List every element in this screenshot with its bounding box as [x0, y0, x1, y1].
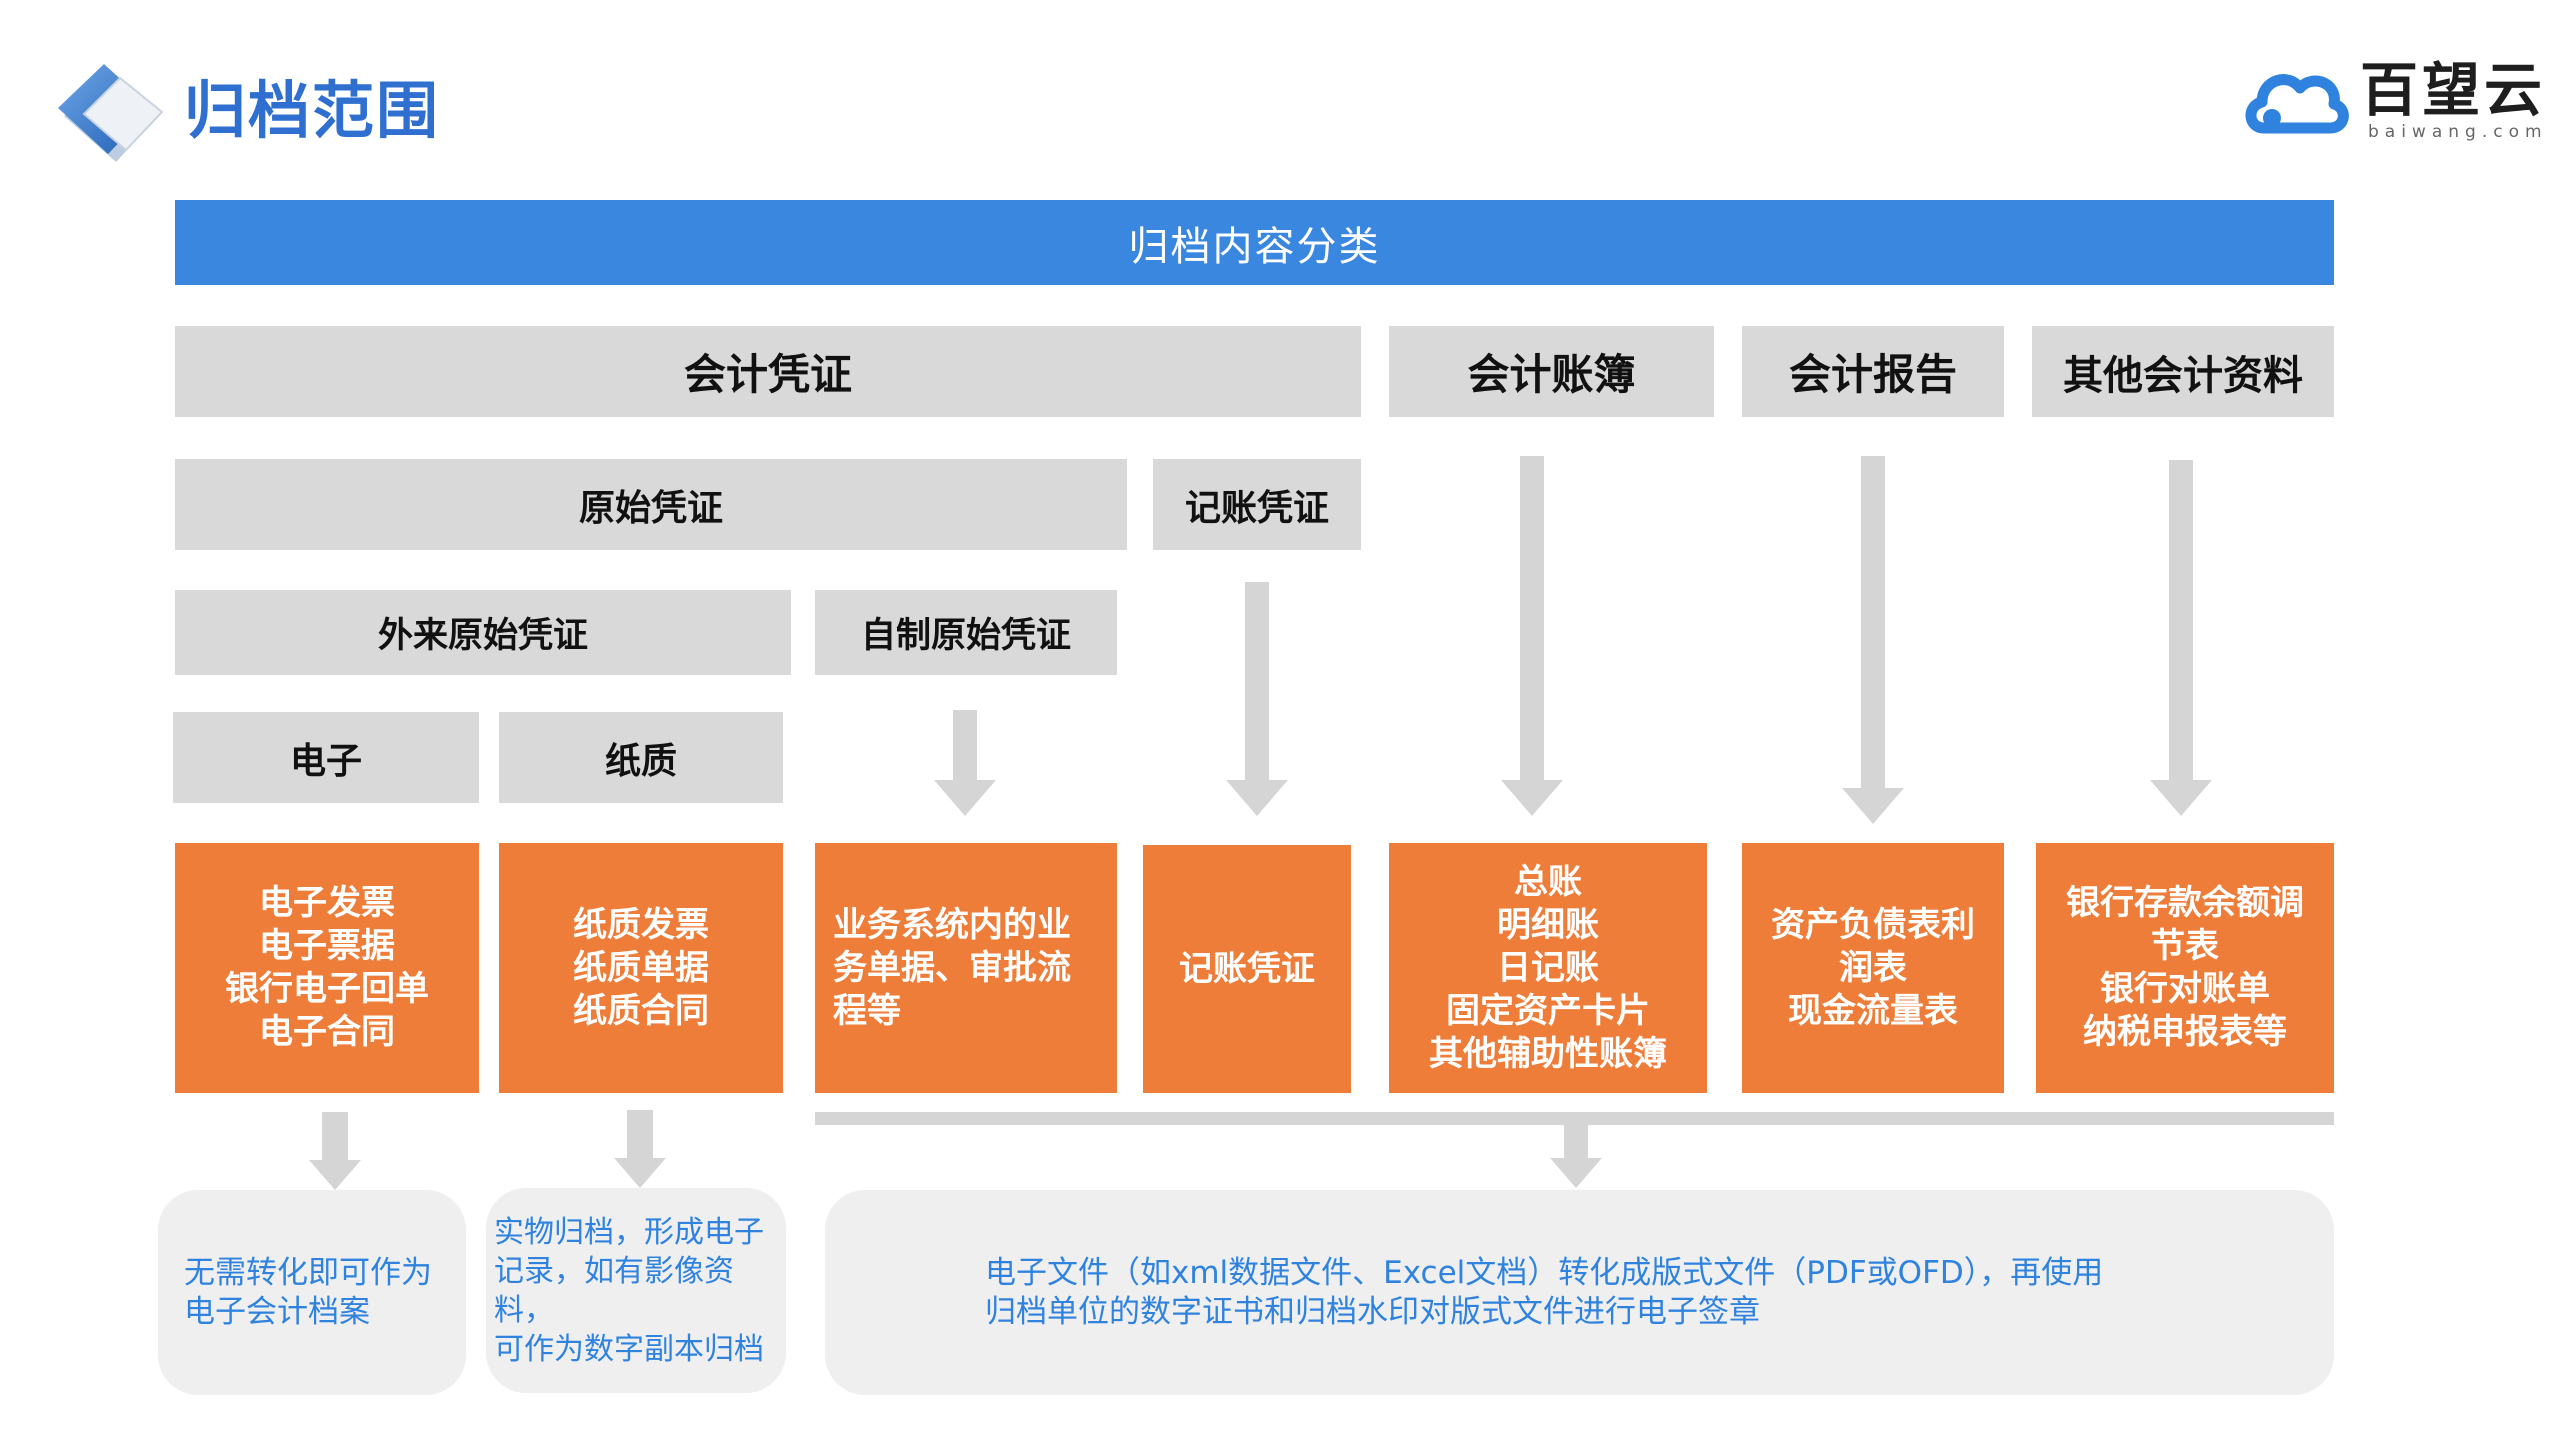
category-accounting-reports: 会计报告 — [1742, 326, 2004, 417]
arrow-head-self-made — [934, 780, 996, 816]
content-box-reports: 资产负债表利 润表 现金流量表 — [1742, 843, 2004, 1093]
page-title: 归档范围 — [184, 74, 441, 147]
arrow-shaft-bookkeeping — [1245, 582, 1269, 780]
arrow-shaft-other — [2169, 460, 2193, 780]
arrow-head-note-paper — [614, 1158, 666, 1188]
header-logo-icon — [54, 58, 174, 168]
subcategory-bookkeeping-vouchers: 记账凭证 — [1153, 459, 1361, 550]
content-box-paper: 纸质发票 纸质单据 纸质合同 — [499, 843, 783, 1093]
content-box-books: 总账 明细账 日记账 固定资产卡片 其他辅助性账簿 — [1389, 843, 1707, 1093]
content-box-electronic: 电子发票 电子票据 银行电子回单 电子合同 — [175, 843, 479, 1093]
subcategory-self-made-original: 自制原始凭证 — [815, 590, 1117, 675]
brand-logo-icon — [2242, 58, 2352, 138]
arrow-head-bookkeeping — [1226, 780, 1288, 816]
content-box-bookkeeping: 记账凭证 — [1143, 845, 1351, 1093]
arrow-shaft-note-paper — [627, 1110, 653, 1160]
arrow-head-note-electronic — [309, 1160, 361, 1190]
note-digitize: 电子文件（如xml数据文件、Excel文档）转化成版式文件（PDF或OFD），再… — [825, 1190, 2334, 1395]
category-accounting-vouchers: 会计凭证 — [175, 326, 1361, 417]
subcategory-external-original: 外来原始凭证 — [175, 590, 791, 675]
brand-name: 百望云 — [2360, 56, 2547, 124]
subcategory-electronic: 电子 — [173, 712, 479, 803]
arrow-head-reports — [1842, 788, 1904, 824]
arrow-head-other — [2150, 780, 2212, 816]
arrow-head-note-digitize — [1550, 1158, 1602, 1188]
subcategory-original-vouchers: 原始凭证 — [175, 459, 1127, 550]
content-box-self-made: 业务系统内的业 务单据、审批流 程等 — [815, 843, 1117, 1093]
arrow-shaft-note-digitize — [1564, 1125, 1588, 1161]
category-banner: 归档内容分类 — [175, 200, 2334, 285]
note-paper: 实物归档，形成电子 记录，如有影像资料， 可作为数字副本归档 — [486, 1188, 786, 1393]
content-box-other: 银行存款余额调 节表 银行对账单 纳税申报表等 — [2036, 843, 2334, 1093]
category-accounting-books: 会计账簿 — [1389, 326, 1714, 417]
arrow-shaft-reports — [1861, 456, 1885, 788]
arrow-shaft-note-electronic — [322, 1112, 348, 1162]
merge-bar — [815, 1112, 2334, 1125]
note-electronic: 无需转化即可作为 电子会计档案 — [158, 1190, 466, 1395]
arrow-head-books — [1501, 780, 1563, 816]
brand-domain: baiwang.com — [2368, 122, 2548, 142]
arrow-shaft-books — [1520, 456, 1544, 780]
category-other-materials: 其他会计资料 — [2032, 326, 2334, 417]
arrow-shaft-self-made — [953, 710, 977, 780]
subcategory-paper: 纸质 — [499, 712, 783, 803]
